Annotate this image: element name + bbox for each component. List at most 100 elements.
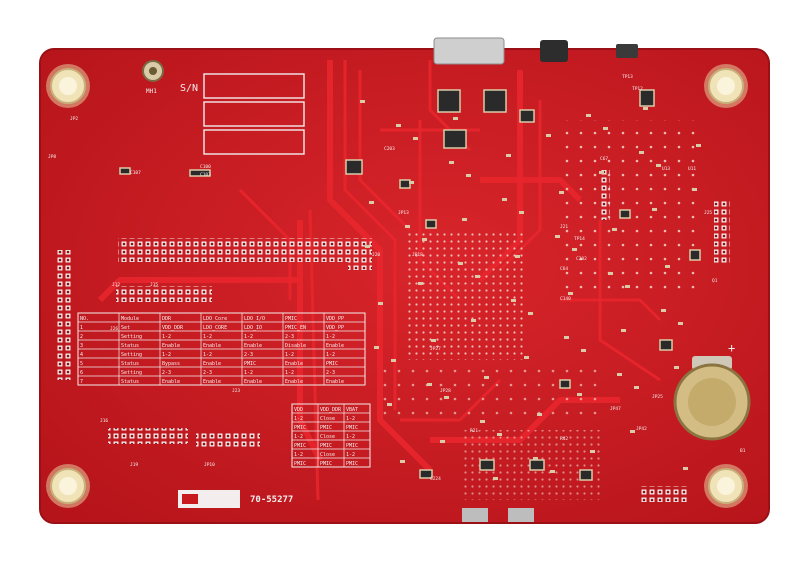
table-cell: 1-2 [294, 434, 303, 440]
table-cell: Enable [203, 379, 221, 385]
pcb-edge [39, 48, 770, 524]
passive [652, 208, 657, 211]
mounting-standoffs [46, 64, 748, 508]
passive [418, 282, 423, 285]
serial-box-1 [203, 73, 305, 99]
trace [560, 298, 662, 322]
designator-label: TP14 [574, 236, 585, 242]
table-cell: Enable [244, 379, 262, 385]
designator-label: J19 [130, 462, 138, 468]
passive [365, 245, 370, 248]
table-header-cell: DDR [162, 316, 172, 322]
table-border [291, 403, 371, 468]
passive [665, 265, 670, 268]
pin-header-left [56, 250, 72, 380]
table-header-cell: VDD_DDR [320, 407, 342, 413]
passive [449, 161, 454, 164]
via-field-right [560, 120, 700, 290]
passive [617, 373, 622, 376]
table-cell: 2 [80, 334, 83, 340]
standoff-4 [704, 464, 748, 508]
pin-header-row-upper [118, 238, 368, 262]
table-cell: PMIC [346, 461, 358, 467]
trace [327, 60, 433, 473]
designator-label: U11 [688, 166, 696, 172]
passive [555, 235, 560, 238]
designator-label: J21 [560, 224, 568, 230]
designator-label: C100 [200, 164, 211, 170]
table-cell: Enable [203, 343, 221, 349]
ic-u15 [619, 209, 631, 219]
table-cell: PMIC [294, 425, 306, 431]
table-cell: PMIC [326, 361, 338, 367]
designator-label: J20 [372, 252, 380, 258]
table-cell: 1-2 [346, 416, 355, 422]
table-cell: PMIC [346, 425, 358, 431]
designator-label: J25 [704, 210, 712, 216]
table-cell: 1-2 [294, 452, 303, 458]
table-header-cell: VDD [294, 407, 303, 413]
trace [358, 70, 412, 232]
table-cell: 1-2 [244, 334, 253, 340]
designator-label: C103 [200, 172, 211, 178]
passive [515, 255, 520, 258]
coin-cell-center [688, 378, 736, 426]
passive [634, 386, 639, 389]
table-header-cell: VDD_PP [326, 316, 344, 322]
ic-u14 [559, 379, 571, 389]
ic-u5 [399, 179, 411, 189]
ic-u4 [345, 159, 363, 175]
passive [440, 440, 445, 443]
passive [396, 124, 401, 127]
passive [661, 309, 666, 312]
passive [546, 134, 551, 137]
standoff-2 [704, 64, 748, 108]
designator-label: R42 [560, 436, 568, 442]
table-cell: PMIC [320, 461, 332, 467]
table-cell: 3 [80, 343, 83, 349]
table-cell: VDD_DDR [162, 325, 184, 331]
passive [519, 211, 524, 214]
table-cell: 1-2 [203, 352, 212, 358]
bottom-connector-2 [508, 508, 534, 522]
passive [484, 376, 489, 379]
passive [674, 366, 679, 369]
logo-block-inner [182, 494, 198, 504]
serial-number-area: S/N [180, 73, 305, 155]
passive [475, 275, 480, 278]
table-header-cell: Module [121, 316, 139, 322]
table-cell: Status [121, 343, 139, 349]
designator-label: C202 [576, 256, 587, 262]
table-cell: 1-2 [285, 370, 294, 376]
passive [431, 339, 436, 342]
passive [537, 413, 542, 416]
pin-header-bottom-mid [196, 432, 260, 448]
table-cell: Enable [162, 379, 180, 385]
bottom-connector-1 [462, 508, 488, 522]
designator-label: JP27 [430, 346, 441, 352]
passive [586, 114, 591, 117]
table-cell: Disable [285, 343, 306, 349]
table-cell: 1-2 [326, 334, 335, 340]
serial-box-2 [203, 101, 305, 127]
top-connector-jack [540, 40, 568, 62]
designator-label: JP47 [610, 406, 621, 412]
designator-label: JP25 [652, 394, 663, 400]
pin-header-bottom-right [640, 486, 688, 502]
table-cell: Setting [121, 370, 142, 376]
passive [603, 127, 608, 130]
passive [590, 450, 595, 453]
table-cell: Set [121, 325, 130, 331]
passive [511, 299, 516, 302]
via-field-lower [380, 360, 600, 420]
table-cell: LDO_IO [244, 325, 262, 331]
passive [374, 346, 379, 349]
designator-label: JP28 [440, 388, 451, 394]
trace [297, 220, 323, 462]
passive [643, 107, 648, 110]
table-cell: 1-2 [203, 334, 212, 340]
table-cell: Enable [285, 379, 303, 385]
standoff-3 [46, 464, 90, 508]
